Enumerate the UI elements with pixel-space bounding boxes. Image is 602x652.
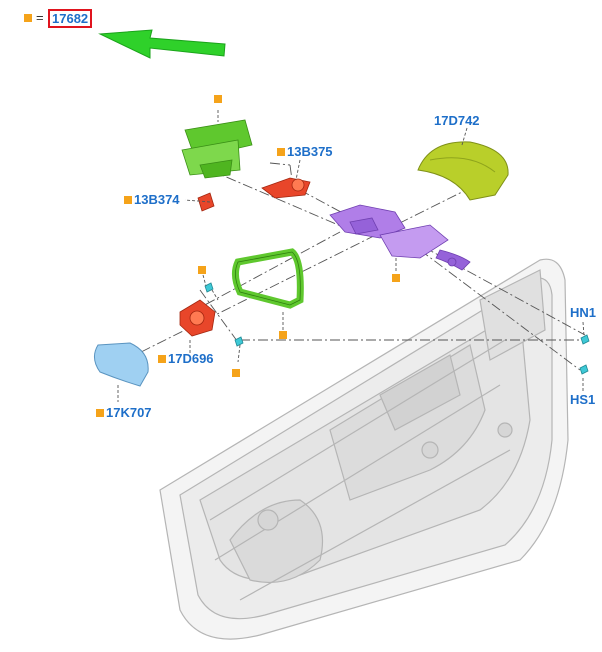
part-marker[interactable] (392, 274, 400, 282)
mirror-bezel-outline (235, 251, 301, 306)
callout-17k707[interactable]: 17K707 (106, 405, 152, 420)
part-marker (277, 148, 285, 156)
motor-part-13b375 (261, 177, 311, 199)
pointer-arrow-icon (98, 29, 226, 59)
mirror-cover-17d742 (417, 141, 509, 201)
mirror-bezel-part (231, 248, 304, 309)
callout-hs1[interactable]: HS1 (570, 392, 596, 407)
upper-housing-part (181, 119, 253, 179)
callout-hn1[interactable]: HN1 (570, 305, 597, 320)
part-marker[interactable] (198, 266, 206, 274)
mirror-glass-17k707 (94, 342, 149, 387)
mirror-bracket-part (329, 204, 471, 271)
legend-equals: = (36, 10, 44, 25)
leader-lines (117, 110, 585, 402)
callout-17d742[interactable]: 17D742 (434, 113, 480, 128)
part-marker[interactable] (232, 369, 240, 377)
legend-marker (24, 14, 32, 22)
callout-17d696[interactable]: 17D696 (168, 351, 214, 366)
motor-part-13b374 (197, 192, 215, 212)
part-marker[interactable] (214, 95, 222, 103)
screw-icon (204, 282, 590, 375)
legend-part-code-link[interactable]: 17682 (48, 9, 93, 28)
glass-actuator-17d696 (179, 299, 216, 337)
part-marker (124, 196, 132, 204)
callout-13b375[interactable]: 13B375 (287, 144, 333, 159)
part-marker (96, 409, 104, 417)
part-marker (158, 355, 166, 363)
part-marker[interactable] (279, 331, 287, 339)
callout-13b374[interactable]: 13B374 (134, 192, 180, 207)
door-panel (159, 258, 569, 640)
